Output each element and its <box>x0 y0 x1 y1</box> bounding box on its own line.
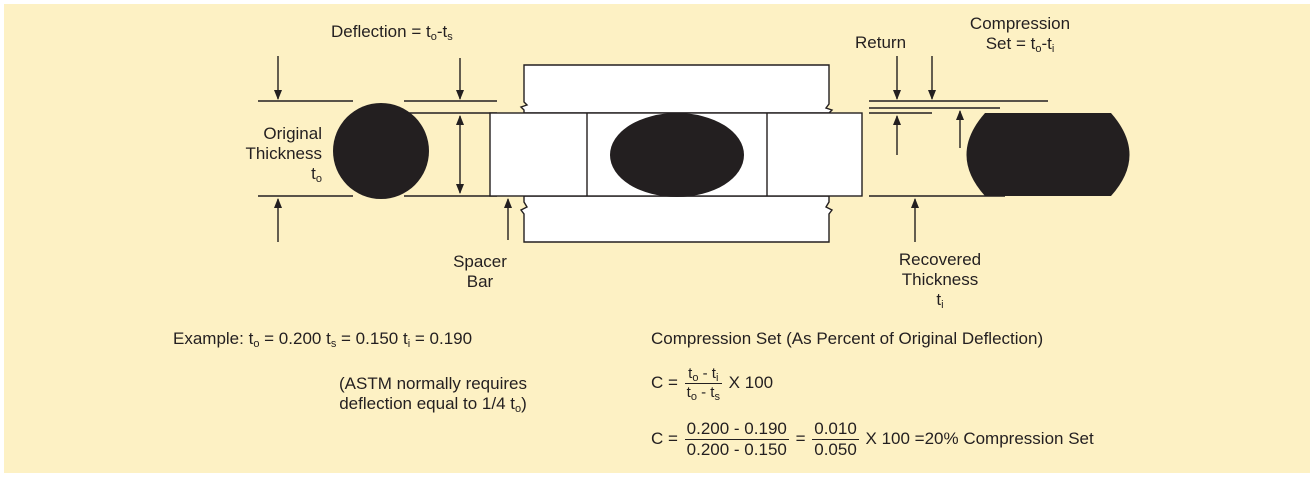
return-label: Return <box>855 33 907 52</box>
original-thickness-label: Original Thickness to <box>245 124 322 185</box>
lower-plate <box>519 195 834 243</box>
example-values: Example: to = 0.200 ts = 0.150 ti = 0.19… <box>173 329 473 350</box>
compression-set-label: Compression Set = to-ti <box>969 14 1071 55</box>
recovered-thickness-label: Recovered Thickness ti <box>898 250 982 311</box>
astm-note: (ASTM normally requires deflection equal… <box>339 374 527 415</box>
recovered-o-ring <box>966 113 1130 196</box>
formula-heading: Compression Set (As Percent of Original … <box>651 329 1044 348</box>
original-o-ring <box>333 103 429 199</box>
deflection-label: Deflection = to-ts <box>331 22 453 43</box>
spacer-bar-label: Spacer Bar <box>453 252 507 291</box>
upper-plate <box>519 64 834 114</box>
compressed-o-ring <box>610 113 744 197</box>
